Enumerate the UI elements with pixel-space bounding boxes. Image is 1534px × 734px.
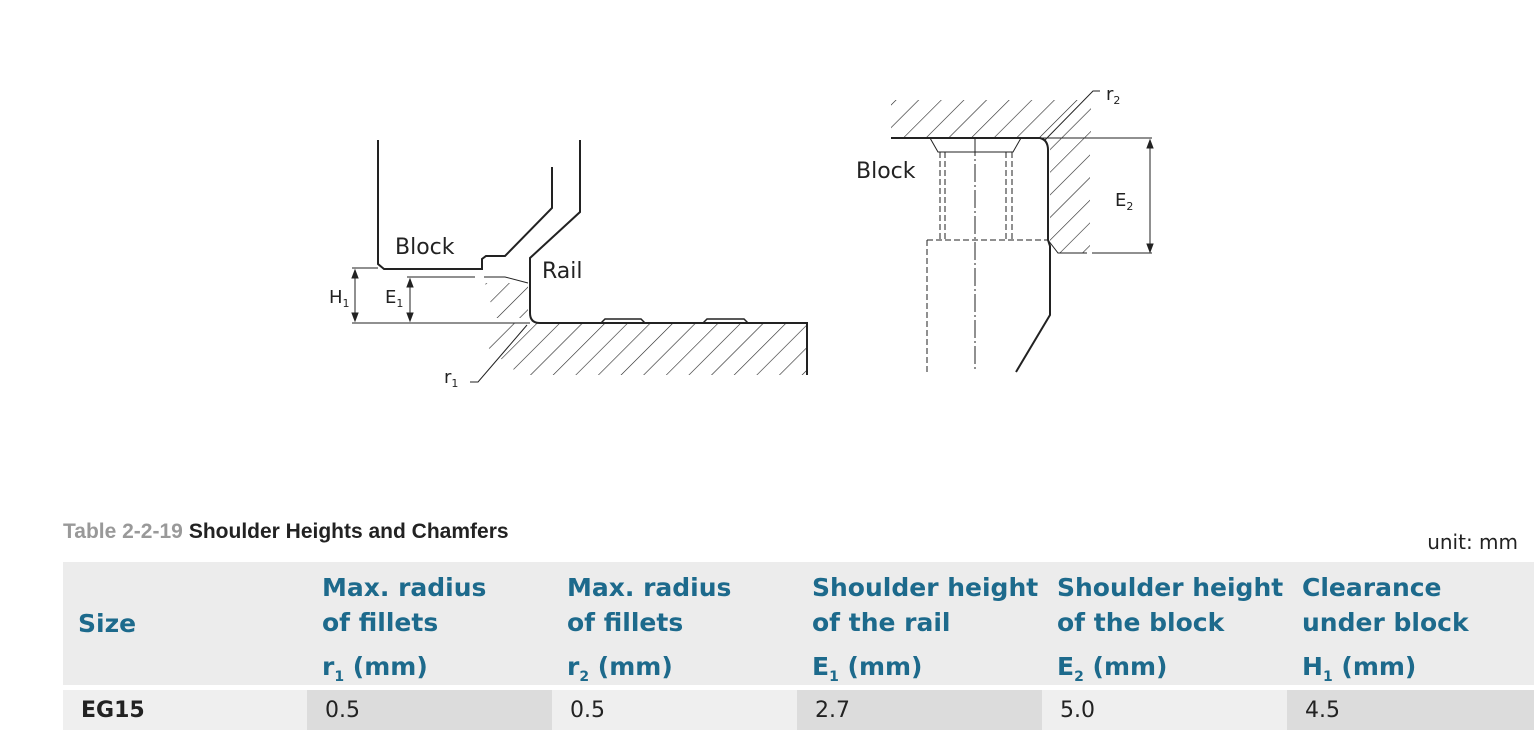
r1-label: r1: [444, 367, 458, 390]
block-label-right: Block: [856, 159, 916, 184]
block-shoulder-diagram: Block E2 r2: [856, 84, 1154, 373]
cell-e1: 2.7: [797, 690, 1042, 730]
cell-r1: 0.5: [307, 690, 552, 730]
h1-label: H1: [329, 287, 350, 310]
cell-size: EG15: [63, 690, 307, 730]
shoulder-diagrams: Block Rail H1 E1 r1 Block E2 r2: [329, 84, 1154, 390]
cell-e2: 5.0: [1042, 690, 1287, 730]
unit-label: unit: mm: [1427, 530, 1518, 554]
r2-label: r2: [1106, 84, 1120, 107]
cell-h1: 4.5: [1287, 690, 1534, 730]
cell-r2: 0.5: [552, 690, 797, 730]
column-header-size: Size: [63, 562, 307, 685]
table-title: Shoulder Heights and Chamfers: [188, 520, 509, 543]
e1-label: E1: [385, 287, 403, 310]
block-label: Block: [395, 235, 455, 260]
table-number: Table 2-2-19: [63, 520, 183, 543]
e2-label: E2: [1115, 190, 1133, 213]
rail-label: Rail: [542, 259, 583, 284]
rail-shoulder-diagram: Block Rail H1 E1 r1: [329, 140, 808, 390]
